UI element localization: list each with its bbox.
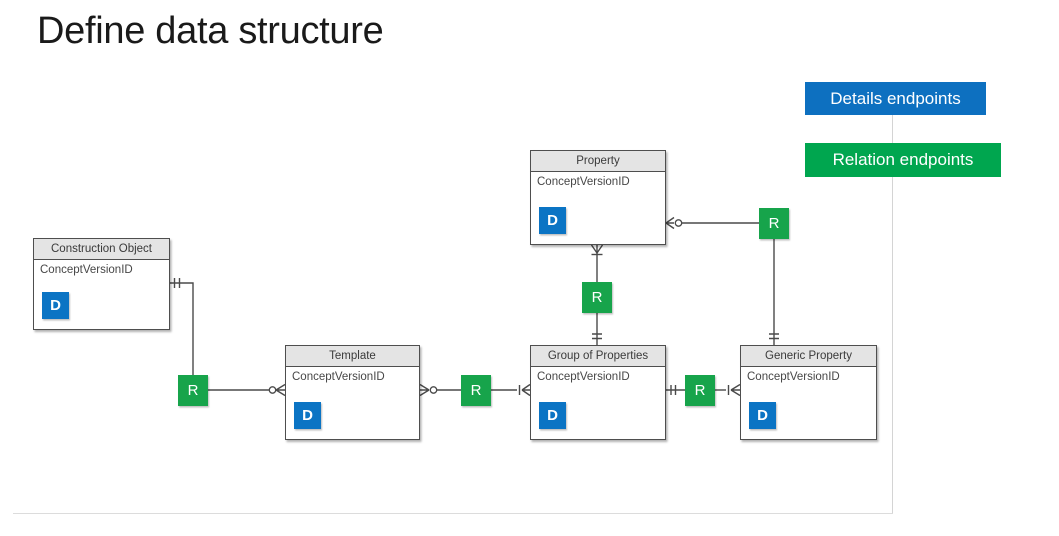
entity-title: Property xyxy=(531,151,665,172)
entity-field: ConceptVersionID xyxy=(537,371,630,383)
connector-relation-to-generic-property-top xyxy=(769,239,779,345)
connector-relation-to-generic-property xyxy=(715,383,741,397)
entity-group-of-properties[interactable]: Group of Properties ConceptVersionID D xyxy=(530,345,666,440)
relation-endpoint-badge-co-template[interactable]: R xyxy=(178,375,208,406)
entity-construction-object[interactable]: Construction Object ConceptVersionID D xyxy=(33,238,170,330)
details-endpoint-badge[interactable]: D xyxy=(749,402,776,429)
details-endpoint-badge[interactable]: D xyxy=(42,292,69,319)
entity-field: ConceptVersionID xyxy=(40,264,133,276)
relation-endpoint-badge-property-group[interactable]: R xyxy=(582,282,612,313)
connector-relation-to-group-of-properties-top xyxy=(592,313,602,345)
relation-endpoint-badge-property-generic[interactable]: R xyxy=(759,208,789,239)
relation-endpoint-badge-template-group[interactable]: R xyxy=(461,375,491,406)
entity-title: Group of Properties xyxy=(531,346,665,367)
entity-field: ConceptVersionID xyxy=(292,371,385,383)
connector-property-to-relation xyxy=(590,244,604,282)
connector-relation-to-template xyxy=(208,383,286,397)
page-title: Define data structure xyxy=(37,10,384,52)
panel-divider-horizontal xyxy=(13,513,893,514)
legend-details-endpoints[interactable]: Details endpoints xyxy=(805,82,986,115)
entity-field: ConceptVersionID xyxy=(747,371,840,383)
entity-title: Construction Object xyxy=(34,239,169,260)
details-endpoint-badge[interactable]: D xyxy=(294,402,321,429)
connector-relation-to-group-of-properties xyxy=(491,383,531,397)
entity-property[interactable]: Property ConceptVersionID D xyxy=(530,150,666,245)
legend-relation-endpoints[interactable]: Relation endpoints xyxy=(805,143,1001,177)
details-endpoint-badge[interactable]: D xyxy=(539,207,566,234)
entity-generic-property[interactable]: Generic Property ConceptVersionID D xyxy=(740,345,877,440)
details-endpoint-badge[interactable]: D xyxy=(539,402,566,429)
entity-title: Generic Property xyxy=(741,346,876,367)
entity-title: Template xyxy=(286,346,419,367)
panel-divider-vertical xyxy=(892,115,893,513)
connector-template-to-relation xyxy=(419,383,461,397)
connector-construction-object-to-relation xyxy=(170,278,194,375)
connector-group-of-properties-to-relation xyxy=(666,385,685,395)
entity-template[interactable]: Template ConceptVersionID D xyxy=(285,345,420,440)
connector-property-to-relation-right xyxy=(665,216,759,230)
entity-field: ConceptVersionID xyxy=(537,176,630,188)
relation-endpoint-badge-group-generic[interactable]: R xyxy=(685,375,715,406)
